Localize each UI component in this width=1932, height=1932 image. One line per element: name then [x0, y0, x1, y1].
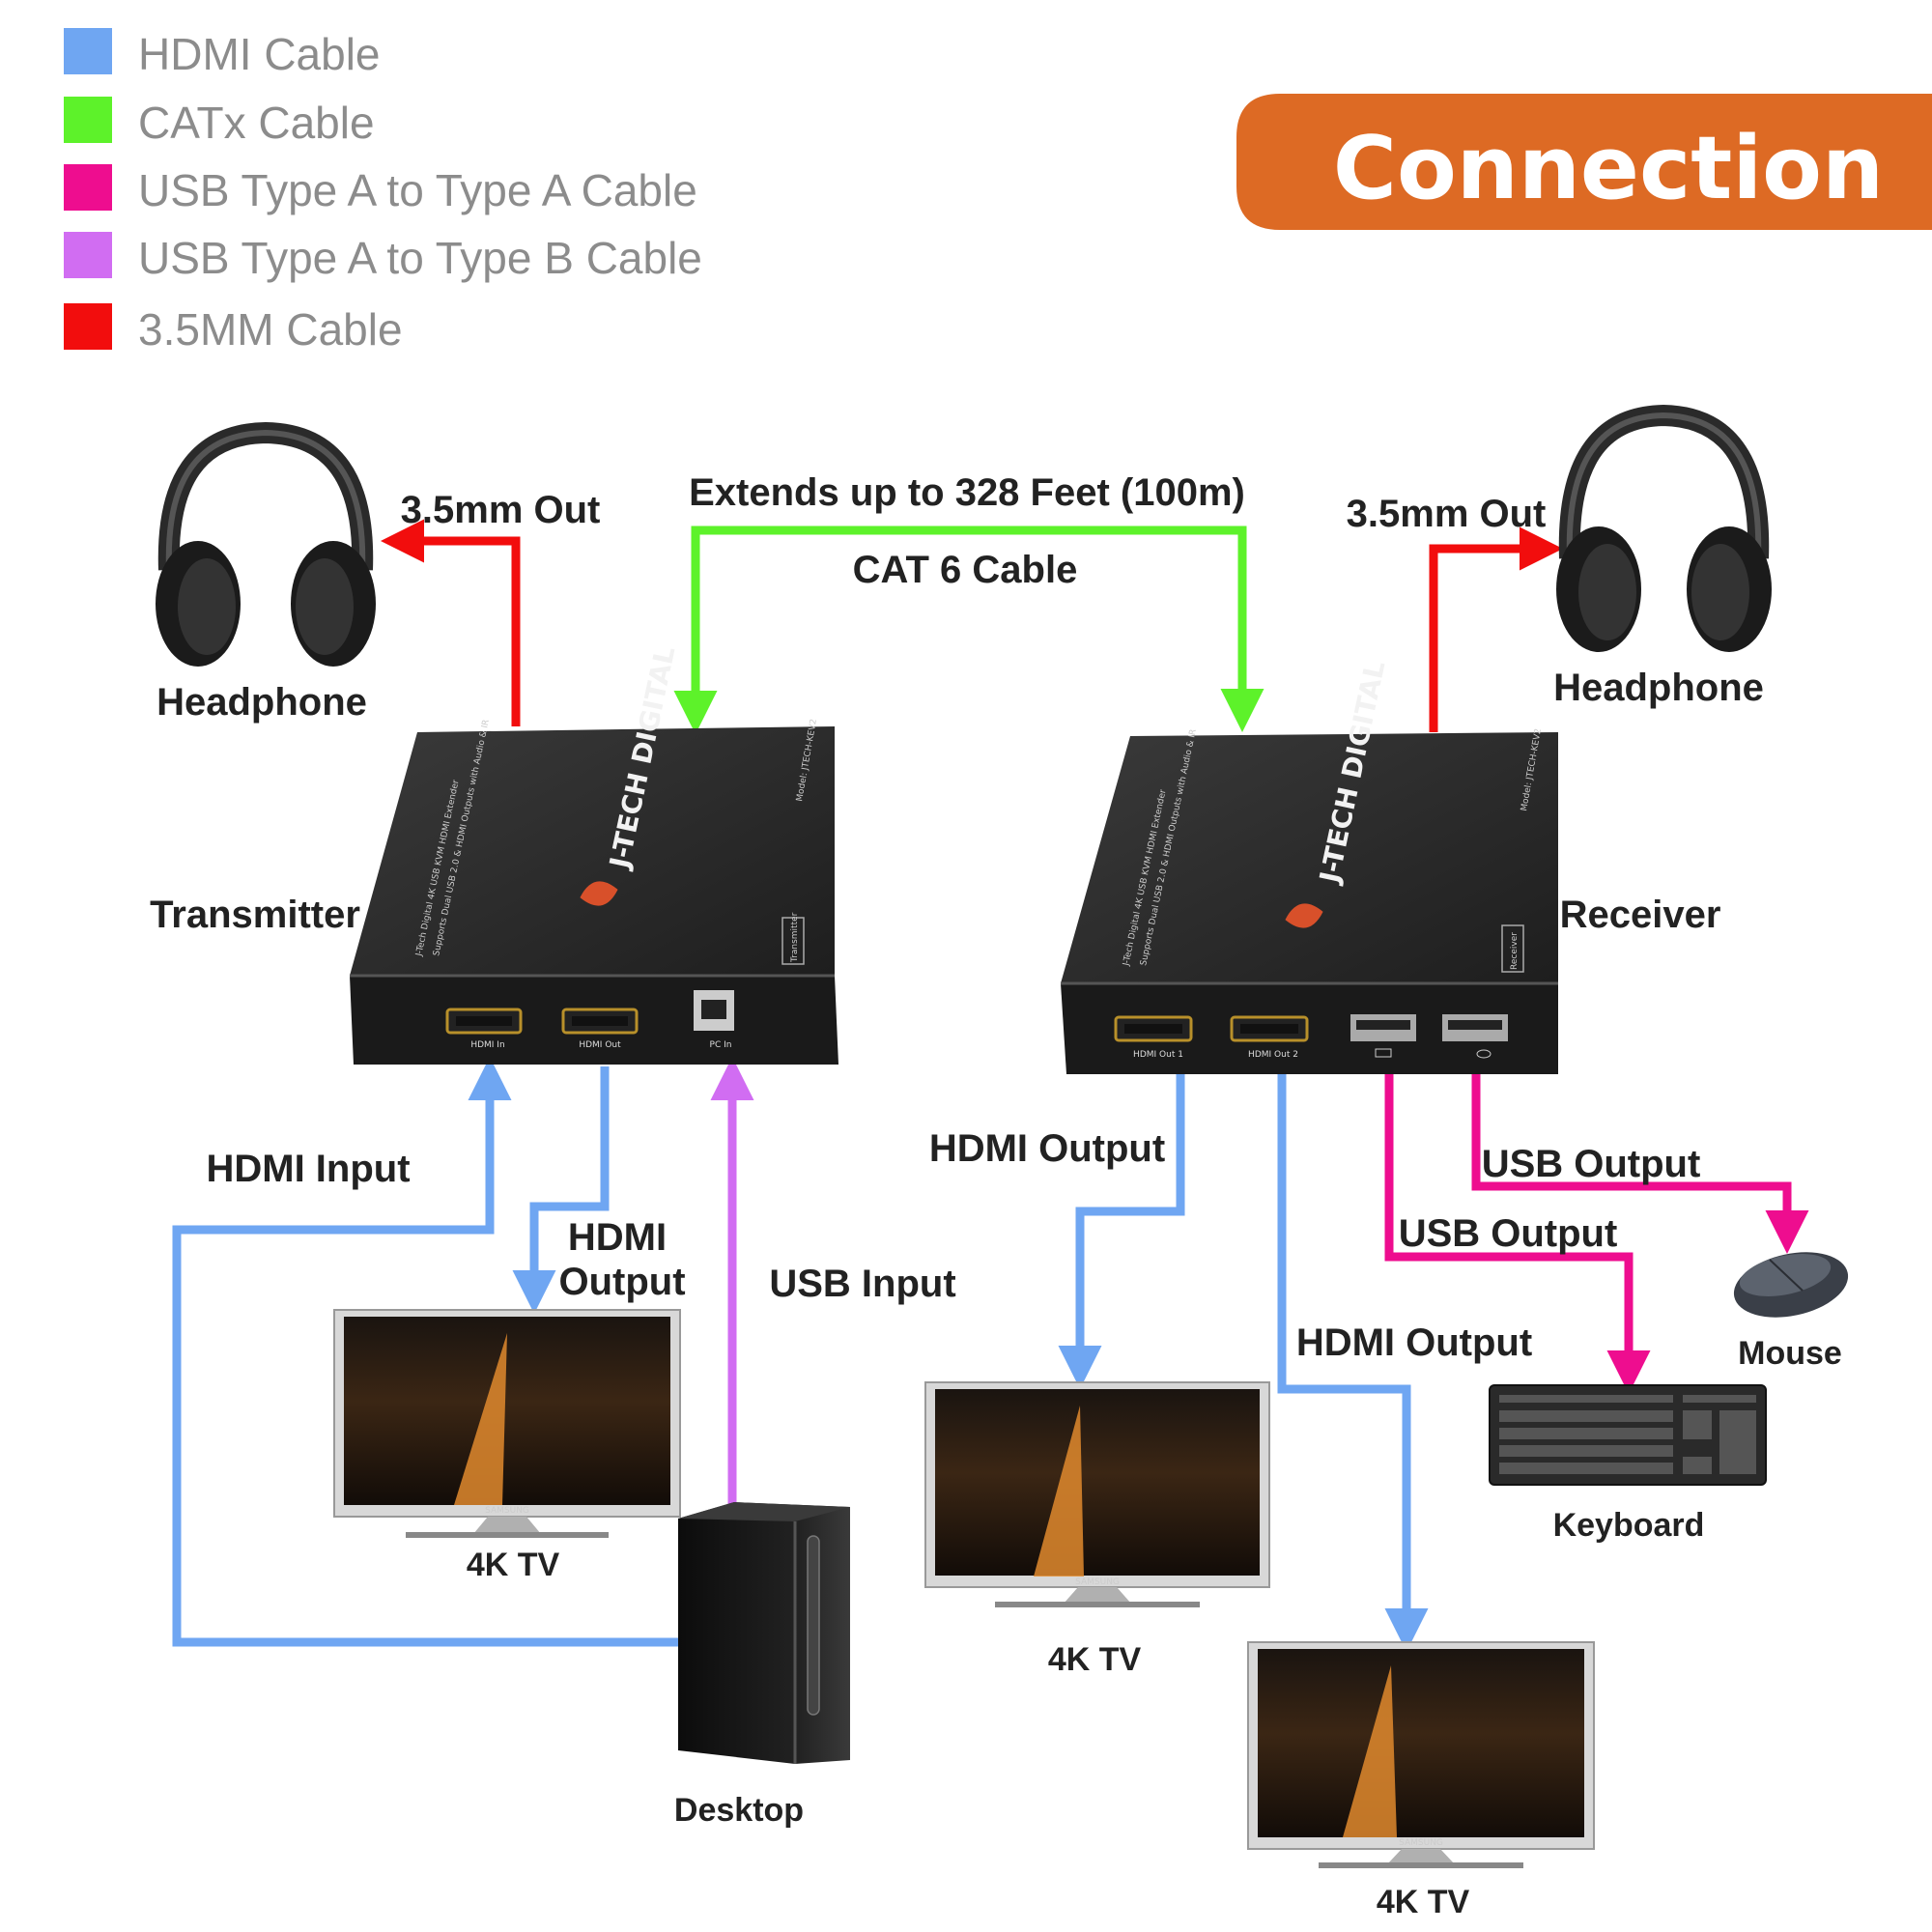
usb-output-mouse-label: USB Output — [1482, 1143, 1701, 1185]
legend-label-catx: CATx Cable — [138, 98, 375, 148]
banner-title: Connection — [1333, 118, 1884, 219]
keyboard-label: Keyboard — [1553, 1507, 1705, 1544]
receiver-port-hdmi-out-1: HDMI Out 1 — [1114, 1015, 1193, 1060]
hdmi-output-cable-rx1 — [1058, 1074, 1185, 1389]
legend-label-usb-a-b: USB Type A to Type B Cable — [138, 233, 702, 283]
svg-text:HDMI Out: HDMI Out — [579, 1040, 621, 1050]
headphone-left-label: Headphone — [156, 681, 367, 724]
legend-label-hdmi: HDMI Cable — [138, 29, 381, 79]
legend-swatch-3-5mm — [64, 303, 112, 350]
legend-label-usb-a-a: USB Type A to Type A Cable — [138, 165, 697, 215]
usb-output-cable-mouse — [1471, 1074, 1809, 1254]
hdmi-output-tx-label-line2: Output — [558, 1261, 685, 1303]
svg-text:SAMSUNG: SAMSUNG — [1399, 1838, 1443, 1848]
transmitter-port-hdmi-in: HDMI In — [445, 1008, 523, 1050]
usb-output-cable-keyboard — [1384, 1074, 1651, 1394]
legend: HDMI Cable CATx Cable USB Type A to Type… — [64, 28, 702, 355]
audio-cable-left — [381, 519, 521, 726]
transmitter-label: Transmitter — [150, 894, 360, 936]
audio-out-left-label: 3.5mm Out — [401, 489, 601, 531]
tv-middle-icon: SAMSUNG — [924, 1381, 1270, 1607]
legend-swatch-hdmi — [64, 28, 112, 74]
tv-left-icon: SAMSUNG — [333, 1309, 681, 1538]
tv-right-icon: SAMSUNG — [1247, 1641, 1595, 1868]
transmitter-badge: Transmitter — [790, 912, 800, 963]
extends-label: Extends up to 328 Feet (100m) — [689, 471, 1245, 514]
tv-right-label: 4K TV — [1377, 1884, 1470, 1920]
audio-cable-right — [1429, 526, 1563, 732]
tv-left-label: 4K TV — [467, 1547, 560, 1583]
mouse-label: Mouse — [1738, 1335, 1842, 1372]
svg-text:HDMI In: HDMI In — [470, 1040, 504, 1050]
svg-text:SAMSUNG: SAMSUNG — [485, 1506, 529, 1516]
keyboard-icon — [1489, 1384, 1767, 1486]
receiver-badge: Receiver — [1510, 932, 1520, 970]
usb-input-label: USB Input — [769, 1263, 955, 1305]
transmitter-logo-icon — [580, 881, 618, 906]
receiver-logo-icon — [1285, 903, 1323, 928]
receiver-label: Receiver — [1560, 894, 1721, 936]
headphone-left-icon — [156, 421, 376, 667]
connection-banner: Connection — [1236, 94, 1932, 230]
hdmi-output-cable-rx2 — [1277, 1074, 1429, 1652]
legend-label-3-5mm: 3.5MM Cable — [138, 304, 403, 355]
headphone-right-icon — [1556, 404, 1772, 652]
hdmi-output-tx-label-line1: HDMI — [568, 1216, 667, 1259]
svg-text:PC In: PC In — [710, 1040, 732, 1050]
legend-swatch-catx — [64, 97, 112, 143]
svg-text:HDMI Out 2: HDMI Out 2 — [1248, 1050, 1298, 1060]
hdmi-input-label: HDMI Input — [206, 1148, 410, 1190]
receiver-port-usb-mouse — [1442, 1014, 1508, 1059]
cat6-label: CAT 6 Cable — [853, 549, 1078, 591]
svg-text:SAMSUNG: SAMSUNG — [1075, 1577, 1120, 1587]
receiver-port-hdmi-out-2: HDMI Out 2 — [1230, 1015, 1309, 1060]
headphone-right-label: Headphone — [1553, 667, 1764, 709]
transmitter-device: J-TECH DIGITAL Model: JTECH-KEV2 J-Tech … — [350, 643, 838, 1065]
svg-text:HDMI Out 1: HDMI Out 1 — [1133, 1050, 1183, 1060]
audio-out-right-label: 3.5mm Out — [1347, 493, 1547, 535]
hdmi-output-cable-tx — [512, 1066, 610, 1314]
hdmi-output-rx1-label: HDMI Output — [929, 1127, 1165, 1170]
transmitter-port-pc-in: PC In — [694, 990, 734, 1050]
receiver-device: J-TECH DIGITAL Model: JTECH-KEV2 J-Tech … — [1061, 658, 1558, 1074]
hdmi-input-cable — [172, 1057, 678, 1647]
receiver-port-usb-keyboard — [1350, 1014, 1416, 1058]
mouse-icon — [1733, 1252, 1849, 1318]
hdmi-output-rx2-label: HDMI Output — [1296, 1321, 1532, 1364]
tv-middle-label: 4K TV — [1048, 1641, 1142, 1678]
legend-swatch-usb-a-a — [64, 164, 112, 211]
legend-swatch-usb-a-b — [64, 232, 112, 278]
usb-output-keyboard-label: USB Output — [1399, 1212, 1618, 1255]
desktop-label: Desktop — [674, 1792, 804, 1829]
transmitter-port-hdmi-out: HDMI Out — [561, 1008, 639, 1050]
desktop-icon — [678, 1502, 850, 1764]
